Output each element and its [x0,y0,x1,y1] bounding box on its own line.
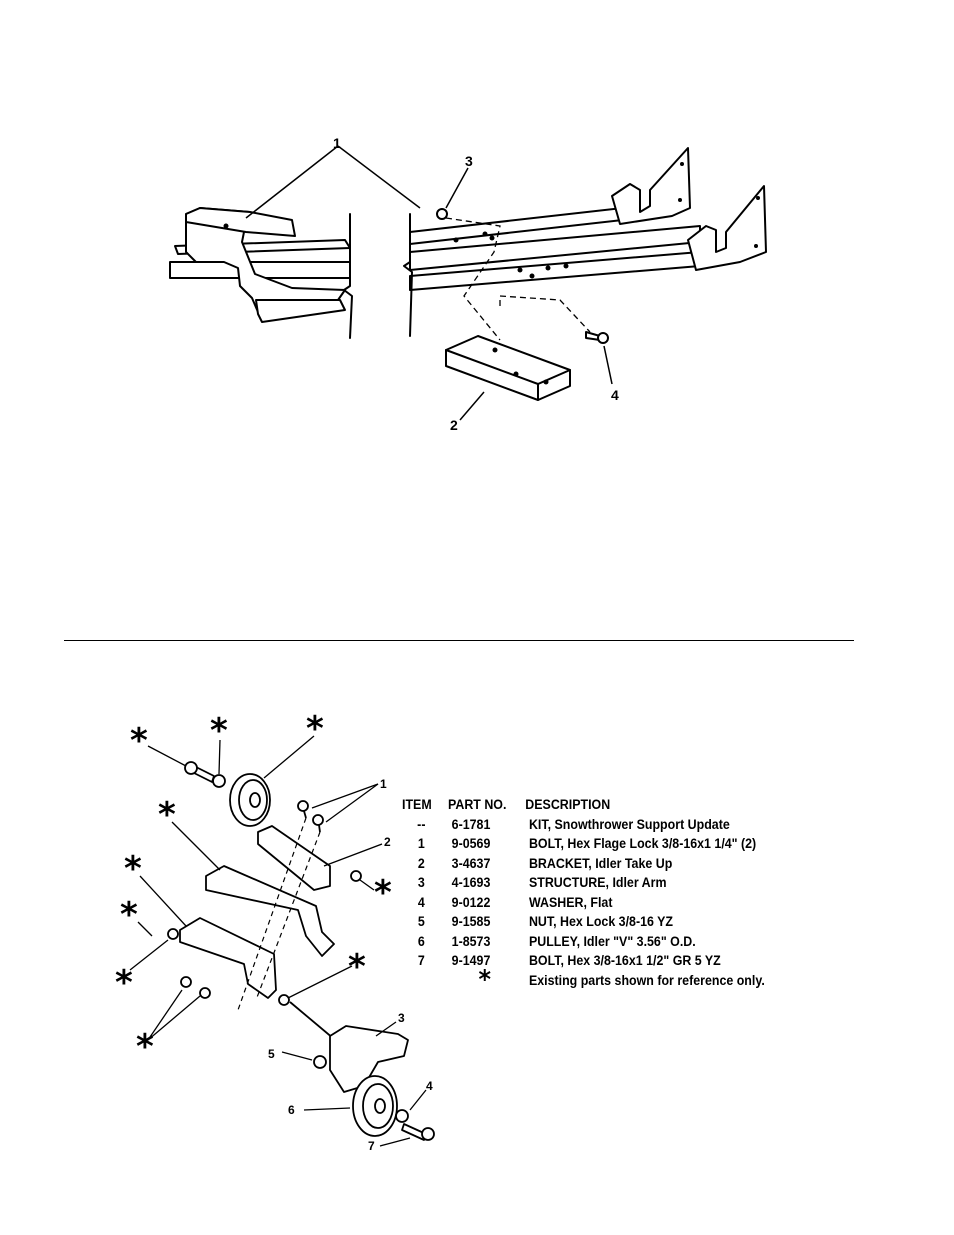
row-part-no: 9-1585 [451,914,491,930]
reference-star-3: * [306,709,324,749]
table-row: 7 9-1497 BOLT, Hex 3/8-16x1 1/2" GR 5 YZ [402,951,765,971]
callout-5: 5 [268,1047,275,1061]
callout-2: 2 [384,835,391,849]
row-part-no: 9-1497 [451,953,491,969]
row-description: NUT, Hex Lock 3/8-16 YZ [528,914,673,930]
right-break-line [403,213,413,337]
row-item: -- [417,816,426,832]
left-break-line [343,213,353,339]
reference-star-6: * [120,895,138,935]
callout-6: 6 [288,1103,295,1117]
header-part-no: PART NO. [448,797,507,813]
table-row: 5 9-1585 NUT, Hex Lock 3/8-16 YZ [402,912,765,932]
upper-washer [212,774,226,788]
upper-bolt-head [184,761,198,775]
callout-3: 3 [398,1011,405,1025]
idler-arm-structure [329,1025,409,1093]
reference-marks: * * * * * * * * * * [115,709,392,1067]
idler-take-up-bracket [257,825,331,891]
header-item: ITEM [402,797,432,813]
callout-7: 7 [368,1139,375,1153]
callout-1: 1 [333,135,341,151]
reference-star-5: * [124,849,142,889]
row-item: 7 [417,953,425,969]
left-bracket-top [185,207,296,237]
table-row: 1 9-0569 BOLT, Hex Flage Lock 3/8-16x1 1… [402,834,765,854]
bolt-item-7 [401,1123,427,1141]
reference-star-7: * [115,963,133,1003]
row-description: STRUCTURE, Idler Arm [528,875,667,891]
row-part-no: 1-8573 [451,933,491,949]
row-item: 6 [417,933,425,949]
reference-star-1: * [130,721,148,761]
row-description: PULLEY, Idler "V" 3.56" O.D. [528,933,696,949]
support-bracket-inner [445,349,571,401]
existing-bracket-lower [179,917,277,999]
row-description: WASHER, Flat [528,894,613,910]
nut-lower-a [180,976,192,988]
reference-star-10: * [136,1027,154,1067]
parts-header-row: ITEM PART NO. DESCRIPTION [402,795,765,815]
row-item: 2 [417,855,425,871]
row-item: 3 [417,875,425,891]
row-description: KIT, Snowthrower Support Update [528,816,730,832]
row-description: BOLT, Hex 3/8-16x1 1/2" GR 5 YZ [528,953,721,969]
reference-star-9: * [348,947,366,987]
table-row: 4 9-0122 WASHER, Flat [402,893,765,913]
parts-table: ITEM PART NO. DESCRIPTION -- 6-1781 KIT,… [402,795,765,995]
row-item: 4 [417,894,425,910]
section-divider [64,640,854,641]
row-description: BRACKET, Idler Take Up [528,855,673,871]
callout-1: 1 [380,777,387,791]
row-part-no: 3-4637 [451,855,491,871]
frame-support-diagram: 1 3 2 4 [169,135,767,433]
table-row: 3 4-1693 STRUCTURE, Idler Arm [402,873,765,893]
rear-bracket-upper [611,147,691,225]
support-nut [436,208,448,220]
nut-item-5 [313,1055,327,1069]
support-bolt-head [597,332,609,344]
nut-right [350,870,362,882]
note-symbol: * [478,964,492,995]
table-row: -- 6-1781 KIT, Snowthrower Support Updat… [402,815,765,835]
nut-left [167,928,179,940]
row-part-no: 9-0122 [451,894,491,910]
nut-lower-b [199,987,211,999]
table-row: 2 3-4637 BRACKET, Idler Take Up [402,854,765,874]
row-part-no: 9-0569 [451,836,491,852]
washer-item-4 [395,1109,409,1123]
rear-bracket-lower [687,185,767,271]
left-bracket-foot [255,299,346,323]
reference-star-8: * [374,873,392,913]
header-description: DESCRIPTION [525,797,611,813]
row-item: 1 [417,836,425,852]
parts-list: ITEM PART NO. DESCRIPTION -- 6-1781 KIT,… [402,795,770,995]
existing-bracket-upper [205,865,335,957]
callout-4: 4 [611,387,619,403]
callout-3: 3 [465,153,473,169]
row-part-no: 6-1781 [451,816,491,832]
callout-4: 4 [426,1079,433,1093]
row-item: 5 [417,914,425,930]
note-text: Existing parts shown for reference only. [528,972,765,988]
callout-2: 2 [450,417,458,433]
table-note-row: * Existing parts shown for reference onl… [402,964,765,995]
reference-star-4: * [158,795,176,835]
row-description: BOLT, Hex Flage Lock 3/8-16x1 1/4" (2) [528,836,757,852]
nut-lower-c [278,994,290,1006]
row-part-no: 4-1693 [451,875,491,891]
table-row: 6 1-8573 PULLEY, Idler "V" 3.56" O.D. [402,932,765,952]
reference-star-2: * [210,711,228,751]
